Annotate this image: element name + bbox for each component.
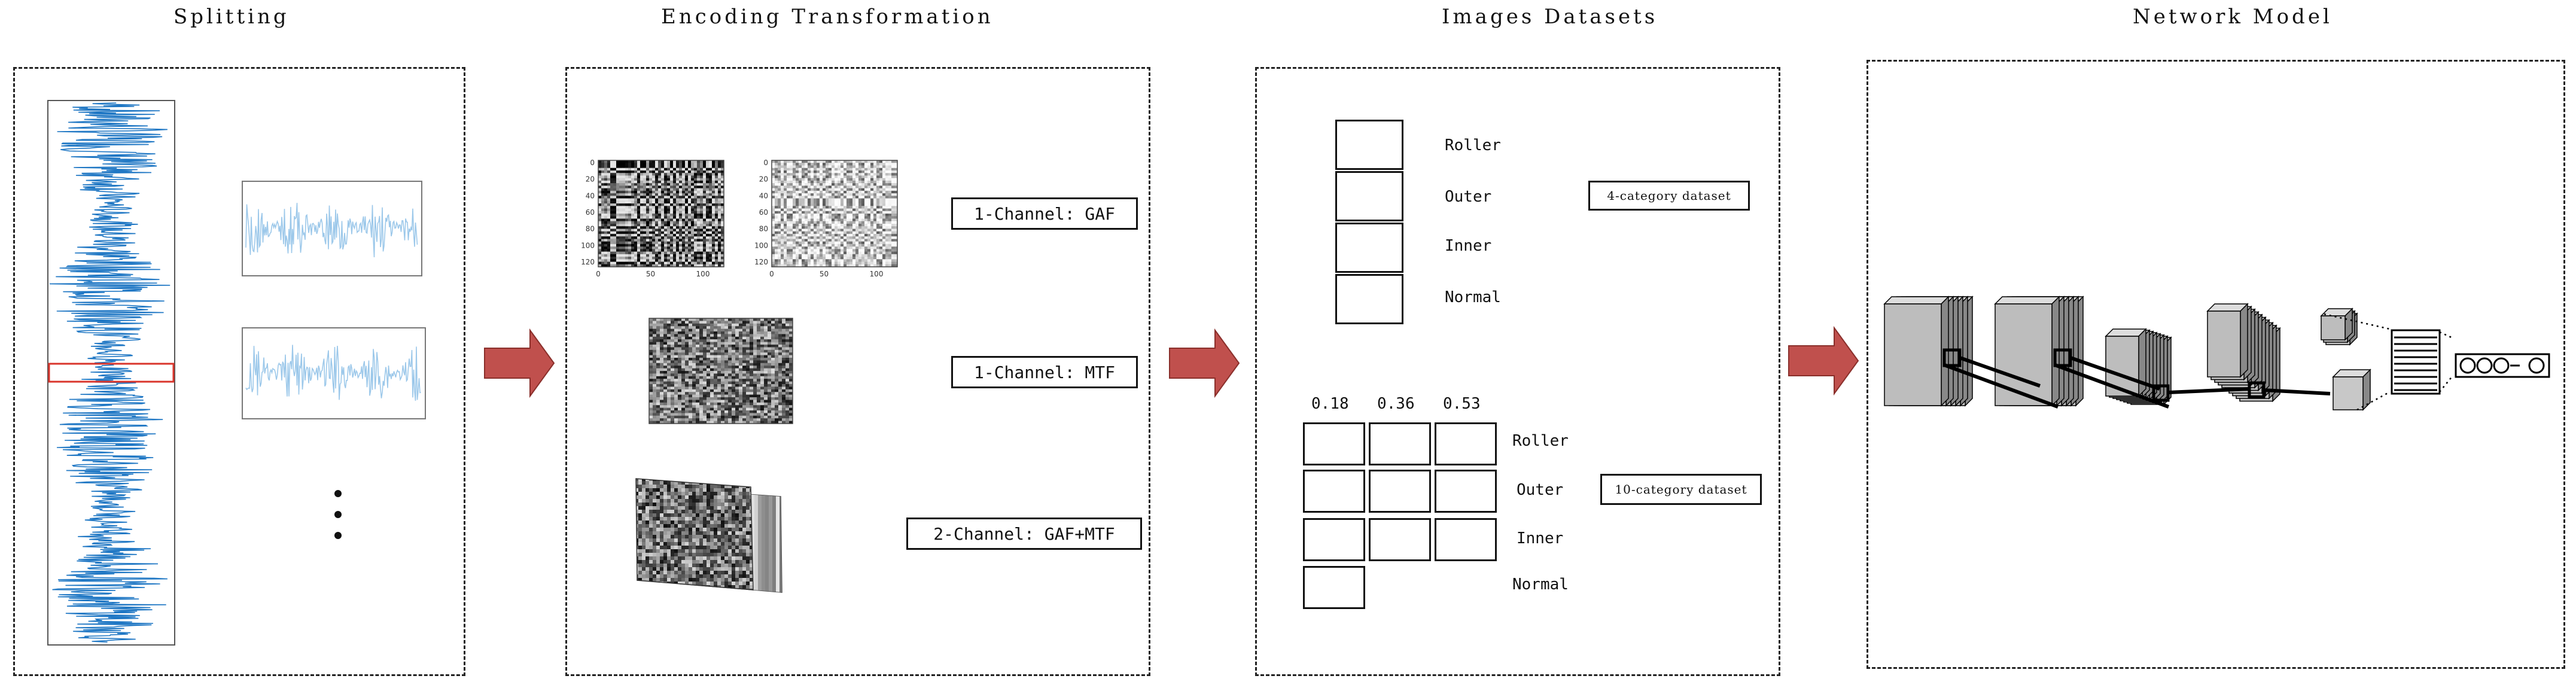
y-tick-label: 120 — [754, 258, 768, 266]
encoding-panel — [565, 67, 1150, 676]
ratio-label: 0.53 — [1443, 395, 1481, 413]
class-label-outer: Outer — [1445, 188, 1492, 206]
grid-cell — [1435, 470, 1497, 513]
y-tick-label: 0 — [590, 159, 595, 167]
right-arrow-icon — [484, 328, 555, 398]
class-image-inner — [1335, 223, 1403, 273]
class-label-normal: Normal — [1445, 288, 1501, 306]
segment-plot-2 — [242, 327, 426, 419]
y-tick-label: 20 — [586, 175, 595, 184]
grid-cell — [1435, 518, 1497, 561]
mtf-label: 1-Channel: MTF — [951, 356, 1138, 388]
right-arrow-icon — [1169, 328, 1240, 398]
grid-cell — [1369, 518, 1431, 561]
grid-cell — [1303, 518, 1365, 561]
grid-label-roller: Roller — [1512, 432, 1569, 450]
y-tick-label: 60 — [759, 208, 768, 217]
gaf-label: 1-Channel: GAF — [951, 197, 1138, 230]
class-image-outer — [1335, 171, 1403, 221]
raw-signal-plot — [47, 100, 175, 646]
grid-cell — [1369, 470, 1431, 513]
x-tick-label: 50 — [820, 270, 829, 278]
y-tick-label: 80 — [759, 225, 768, 233]
mtf-heatmap — [648, 318, 793, 424]
title-datasets: Images Datasets — [1442, 5, 1658, 29]
y-tick-label: 80 — [586, 225, 595, 233]
x-tick-label: 100 — [870, 270, 884, 278]
grid-label-outer: Outer — [1517, 481, 1564, 499]
title-encoding: Encoding Transformation — [661, 5, 994, 29]
segment-plot-1 — [242, 181, 422, 276]
grid-label-inner: Inner — [1517, 529, 1564, 547]
grid-cell — [1369, 422, 1431, 465]
ratio-label: 0.36 — [1377, 395, 1415, 413]
grid-label-normal: Normal — [1512, 576, 1569, 593]
y-tick-label: 60 — [586, 208, 595, 217]
splitting-panel — [13, 67, 465, 676]
y-tick-label: 40 — [759, 191, 768, 200]
y-tick-label: 0 — [763, 159, 768, 167]
y-tick-label: 20 — [759, 175, 768, 184]
title-splitting: Splitting — [173, 5, 290, 29]
class-label-roller: Roller — [1445, 136, 1501, 154]
x-tick-label: 0 — [769, 270, 774, 278]
grid-cell — [1303, 470, 1365, 513]
ratio-label: 0.18 — [1311, 395, 1349, 413]
y-tick-label: 100 — [754, 241, 768, 249]
ten-category-label: 10-category dataset — [1600, 474, 1762, 505]
selection-window — [48, 363, 175, 383]
model-panel — [1866, 60, 2565, 669]
title-model: Network Model — [2133, 5, 2333, 29]
gaf-mtf-label: 2-Channel: GAF+MTF — [906, 518, 1142, 550]
y-tick-label: 100 — [581, 241, 595, 249]
right-arrow-icon — [1788, 325, 1859, 396]
grid-cell — [1435, 422, 1497, 465]
ellipsis-icon — [334, 490, 342, 539]
x-tick-label: 50 — [646, 270, 655, 278]
grid-cell — [1303, 566, 1365, 609]
class-image-roller — [1335, 120, 1403, 170]
gaf-heatmap-light: 0 20 40 60 80 100 120 0 50 100 — [754, 159, 898, 278]
x-tick-label: 100 — [696, 270, 710, 278]
class-image-normal — [1335, 274, 1403, 324]
cnn-diagram — [1883, 296, 2550, 411]
class-label-inner: Inner — [1445, 237, 1492, 255]
y-tick-label: 120 — [581, 258, 595, 266]
gaf-heatmap-dark: 0 20 40 60 80 100 120 0 50 100 — [581, 159, 724, 278]
datasets-panel — [1255, 67, 1780, 676]
grid-cell — [1303, 422, 1365, 465]
x-tick-label: 0 — [596, 270, 601, 278]
two-channel-stack — [635, 478, 782, 593]
y-tick-label: 40 — [586, 191, 595, 200]
four-category-label: 4-category dataset — [1588, 181, 1750, 211]
